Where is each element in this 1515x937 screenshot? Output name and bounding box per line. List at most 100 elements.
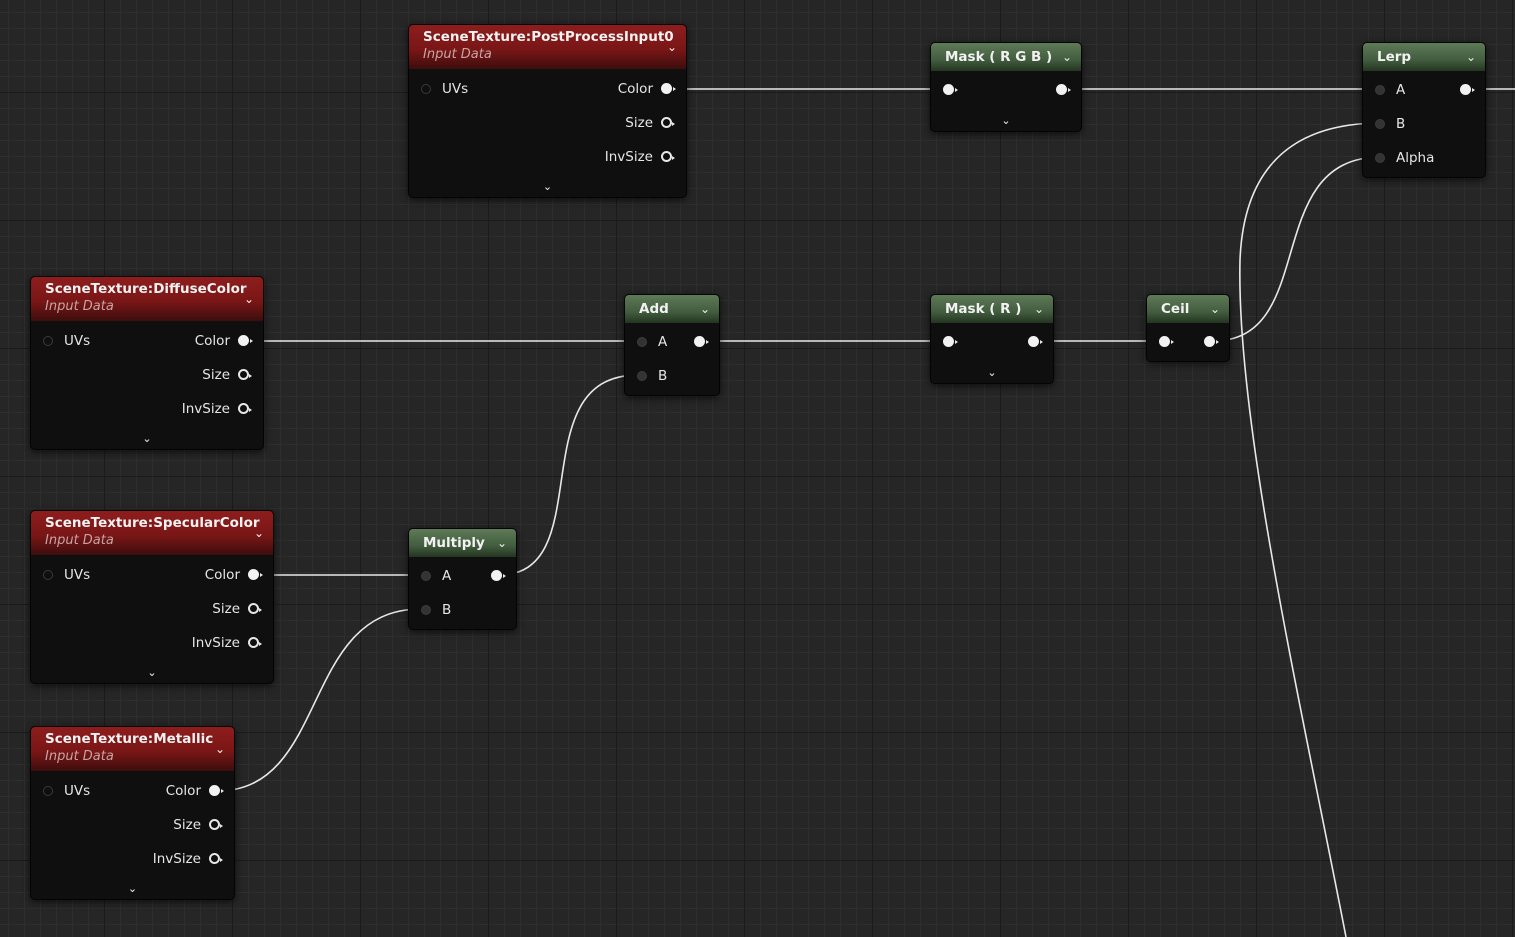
expand-chevron-icon[interactable]: ⌄ bbox=[1001, 114, 1011, 127]
pin-a-input[interactable] bbox=[421, 571, 431, 581]
pin-input[interactable] bbox=[943, 336, 958, 347]
pin-label-invsize: InvSize bbox=[152, 851, 201, 867]
pin-label-size: Size bbox=[202, 367, 230, 383]
pin-color-output[interactable] bbox=[209, 785, 224, 796]
wire-ceil-to-lerp-alpha bbox=[1212, 156, 1382, 342]
pin-b-input[interactable] bbox=[1375, 119, 1385, 129]
chevron-down-icon[interactable]: ⌄ bbox=[1465, 50, 1476, 64]
node-title: SceneTexture:Metallic bbox=[45, 731, 214, 747]
node-header[interactable]: Mask ( R G B ) ⌄ bbox=[931, 43, 1081, 71]
node-ceil[interactable]: Ceil ⌄ bbox=[1146, 294, 1230, 362]
pin-a-input[interactable] bbox=[1375, 85, 1385, 95]
wire-offscreen-to-lerp-b bbox=[1239, 122, 1382, 937]
pin-output[interactable] bbox=[1056, 84, 1071, 95]
pin-label-color: Color bbox=[165, 783, 201, 799]
pin-color-output[interactable] bbox=[661, 83, 676, 94]
pin-invsize-output[interactable] bbox=[238, 403, 252, 414]
pin-label-size: Size bbox=[173, 817, 201, 833]
node-scene-texture-post-process-input[interactable]: SceneTexture:PostProcessInput0 Input Dat… bbox=[408, 24, 687, 198]
pin-label-a: A bbox=[442, 568, 452, 584]
pin-output[interactable] bbox=[1204, 336, 1219, 347]
chevron-down-icon[interactable]: ⌄ bbox=[666, 40, 677, 54]
pin-size-output[interactable] bbox=[209, 819, 223, 830]
pin-invsize-output[interactable] bbox=[661, 151, 675, 162]
pin-a-input[interactable] bbox=[637, 337, 647, 347]
pin-output[interactable] bbox=[1460, 84, 1475, 95]
node-header[interactable]: Ceil ⌄ bbox=[1147, 295, 1229, 323]
pin-invsize-output[interactable] bbox=[248, 637, 262, 648]
node-title: Ceil bbox=[1161, 301, 1190, 317]
pin-uvs-input[interactable] bbox=[43, 786, 53, 796]
pin-size-output[interactable] bbox=[248, 603, 262, 614]
node-lerp[interactable]: Lerp ⌄ A B Alpha bbox=[1362, 42, 1486, 178]
node-header[interactable]: SceneTexture:SpecularColor Input Data ⌄ bbox=[31, 511, 273, 555]
expand-chevron-icon[interactable]: ⌄ bbox=[147, 666, 157, 679]
chevron-down-icon[interactable]: ⌄ bbox=[243, 292, 254, 306]
node-subtitle: Input Data bbox=[45, 749, 114, 764]
node-title: Add bbox=[639, 301, 669, 317]
pin-output[interactable] bbox=[1028, 336, 1043, 347]
pin-label-uvs: UVs bbox=[64, 783, 91, 799]
expand-chevron-icon[interactable]: ⌄ bbox=[127, 882, 138, 895]
node-header[interactable]: SceneTexture:Metallic Input Data ⌄ bbox=[31, 727, 234, 771]
pin-label-uvs: UVs bbox=[442, 81, 469, 97]
pin-size-output[interactable] bbox=[661, 117, 675, 128]
chevron-down-icon[interactable]: ⌄ bbox=[1061, 50, 1072, 64]
chevron-down-icon[interactable]: ⌄ bbox=[1209, 302, 1220, 316]
pin-color-output[interactable] bbox=[248, 569, 263, 580]
pin-label-size: Size bbox=[625, 115, 653, 131]
pin-output[interactable] bbox=[694, 336, 709, 347]
node-multiply[interactable]: Multiply ⌄ A B bbox=[408, 528, 517, 630]
pin-label-b: B bbox=[442, 602, 452, 618]
expand-chevron-icon[interactable]: ⌄ bbox=[542, 180, 553, 193]
node-scene-texture-metallic[interactable]: SceneTexture:Metallic Input Data ⌄ UVs C… bbox=[30, 726, 235, 900]
pin-label-b: B bbox=[1396, 116, 1406, 132]
node-scene-texture-specular-color[interactable]: SceneTexture:SpecularColor Input Data ⌄ … bbox=[30, 510, 274, 684]
node-header[interactable]: Mask ( R ) ⌄ bbox=[931, 295, 1053, 323]
pin-label-color: Color bbox=[204, 567, 240, 583]
node-title: Multiply bbox=[423, 535, 485, 551]
pin-input[interactable] bbox=[943, 84, 958, 95]
node-add[interactable]: Add ⌄ A B bbox=[624, 294, 720, 396]
pin-uvs-input[interactable] bbox=[43, 336, 53, 346]
node-mask-rgb[interactable]: Mask ( R G B ) ⌄ ⌄ bbox=[930, 42, 1082, 132]
pin-label-a: A bbox=[1396, 82, 1406, 98]
node-subtitle: Input Data bbox=[423, 47, 492, 62]
chevron-down-icon[interactable]: ⌄ bbox=[496, 536, 507, 550]
node-mask-r[interactable]: Mask ( R ) ⌄ ⌄ bbox=[930, 294, 1054, 384]
node-title: Mask ( R ) bbox=[945, 301, 1022, 317]
pin-alpha-input[interactable] bbox=[1375, 153, 1385, 163]
pin-uvs-input[interactable] bbox=[421, 84, 431, 94]
node-header[interactable]: SceneTexture:DiffuseColor Input Data ⌄ bbox=[31, 277, 263, 321]
pin-b-input[interactable] bbox=[421, 605, 431, 615]
node-header[interactable]: Add ⌄ bbox=[625, 295, 719, 323]
node-scene-texture-diffuse-color[interactable]: SceneTexture:DiffuseColor Input Data ⌄ U… bbox=[30, 276, 264, 450]
pin-label-color: Color bbox=[194, 333, 230, 349]
node-header[interactable]: Multiply ⌄ bbox=[409, 529, 516, 557]
node-subtitle: Input Data bbox=[45, 533, 114, 548]
node-header[interactable]: SceneTexture:PostProcessInput0 Input Dat… bbox=[409, 25, 686, 69]
pin-label-invsize: InvSize bbox=[604, 149, 653, 165]
chevron-down-icon[interactable]: ⌄ bbox=[214, 742, 225, 756]
pin-b-input[interactable] bbox=[637, 371, 647, 381]
node-title: SceneTexture:DiffuseColor bbox=[45, 281, 247, 297]
chevron-down-icon[interactable]: ⌄ bbox=[253, 526, 264, 540]
pin-size-output[interactable] bbox=[238, 369, 252, 380]
chevron-down-icon[interactable]: ⌄ bbox=[1033, 302, 1044, 316]
pin-label-uvs: UVs bbox=[64, 567, 91, 583]
pin-output[interactable] bbox=[491, 570, 506, 581]
node-title: Mask ( R G B ) bbox=[945, 49, 1053, 65]
expand-chevron-icon[interactable]: ⌄ bbox=[987, 366, 997, 379]
expand-chevron-icon[interactable]: ⌄ bbox=[142, 432, 152, 445]
chevron-down-icon[interactable]: ⌄ bbox=[699, 302, 710, 316]
node-header[interactable]: Lerp ⌄ bbox=[1363, 43, 1485, 71]
pin-label-b: B bbox=[658, 368, 668, 384]
pin-color-output[interactable] bbox=[238, 335, 253, 346]
pin-input[interactable] bbox=[1159, 336, 1174, 347]
pin-label-invsize: InvSize bbox=[181, 401, 230, 417]
pin-uvs-input[interactable] bbox=[43, 570, 53, 580]
pin-label-uvs: UVs bbox=[64, 333, 91, 349]
pin-label-color: Color bbox=[617, 81, 653, 97]
pin-label-size: Size bbox=[212, 601, 240, 617]
pin-invsize-output[interactable] bbox=[209, 853, 223, 864]
